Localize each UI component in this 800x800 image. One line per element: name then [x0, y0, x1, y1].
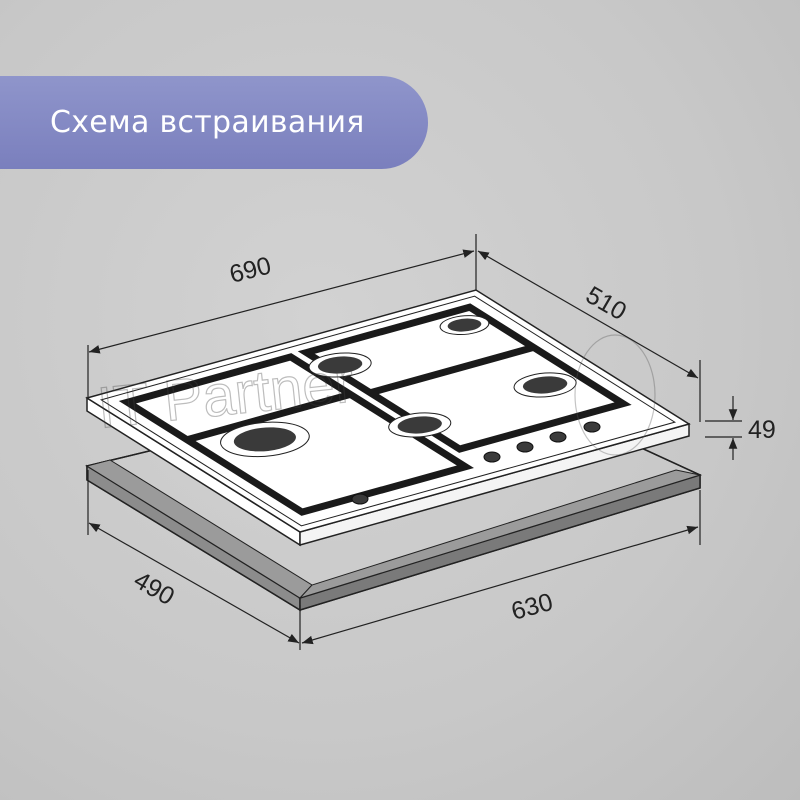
dimension-height: 49 — [748, 416, 776, 444]
pan-support-left — [127, 357, 465, 512]
burner — [378, 408, 462, 442]
title-banner: Схема встраивания — [0, 76, 428, 169]
burner — [298, 348, 382, 382]
page-title: Схема встраивания — [50, 105, 365, 140]
dimension-depth: 510 — [581, 281, 631, 326]
knob — [516, 441, 534, 453]
burner — [503, 368, 587, 402]
knob — [583, 421, 601, 433]
control-knobs — [351, 421, 601, 505]
dimension-cutout-depth: 490 — [129, 566, 179, 611]
knob — [483, 451, 501, 463]
dimension-width: 690 — [227, 252, 274, 289]
knob — [549, 431, 567, 443]
dimension-lines — [87, 234, 742, 650]
knob — [351, 493, 369, 505]
burner-large — [205, 415, 325, 463]
dimension-cutout-width: 630 — [508, 588, 556, 626]
